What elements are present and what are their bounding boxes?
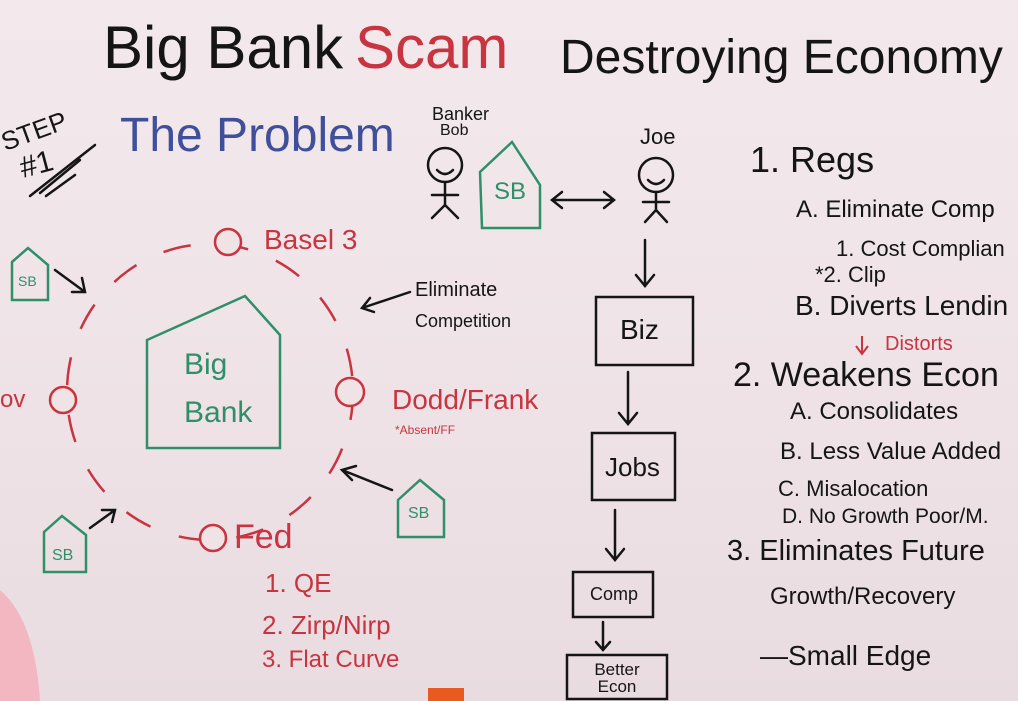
arrow-down-icon [594,620,612,652]
absent-note: *Absent/FF [395,423,456,437]
list-weakens-d: D. No Growth Poor/M. [782,505,989,528]
eliminate-label-1: Eliminate [415,279,498,301]
banker-stick-figure [426,146,464,220]
biz-box [594,295,695,367]
list-regs-a: A. Eliminate Comp [796,196,995,223]
flow-biz: Biz [620,314,659,345]
title-destroying-economy: Destroying Economy [560,31,1003,84]
title-big-bank: Big Bank [103,14,344,81]
arrow-down-icon [604,508,626,562]
big-bank-house [145,294,282,450]
flow-better-econ: Better Econ [594,660,640,696]
cycle-node-basel [213,227,243,257]
arrow-icon [88,508,117,530]
arrow-icon [359,290,412,314]
fed-item: 1. QE [265,568,332,598]
small-edge-label: —Small Edge [760,640,932,671]
small-bank-house [478,140,542,230]
marker-cap [428,688,464,701]
fed-item: 3. Flat Curve [262,646,400,673]
flow-comp: Comp [590,584,639,604]
small-bank-label: SB [52,547,74,564]
list-weakens-c: C. Misalocation [778,476,929,501]
title-scam: Scam [355,14,509,81]
cycle-node-dodd-frank [334,376,366,408]
cycle-node-fed [198,523,228,553]
arrow-down-icon [634,238,656,288]
big-bank-label-2: Bank [184,396,253,429]
list-regs-a2: *2. Clip [815,262,886,287]
small-bank-label: SB [408,505,430,522]
arrow-down-icon [617,370,639,426]
banker-label-2: Bob [440,122,469,139]
presenter-arm [0,590,40,701]
list-weakens-b: B. Less Value Added [780,438,1002,465]
small-bank-house [396,478,446,539]
list-regs: 1. Regs [750,139,875,180]
list-eliminates-2: Growth/Recovery [770,583,956,610]
list-weakens-a: A. Consolidates [790,398,959,425]
fed-label: Fed [234,518,293,556]
small-bank-label: SB [18,273,37,289]
fed-item: 2. Zirp/Nirp [262,610,391,640]
flow-jobs: Jobs [605,452,660,482]
dodd-frank-label: Dodd/Frank [392,384,539,415]
dashed-cycle [65,242,355,542]
joe-stick-figure [637,156,675,224]
arrow-icon [53,268,87,294]
list-weakens: 2. Weakens Econ [733,356,999,394]
small-bank-house [10,246,50,302]
banker-label-1: Banker [432,104,490,124]
red-arrow-down-icon [855,336,869,356]
list-regs-b: B. Diverts Lendin [795,290,1009,321]
cycle-node-left [48,385,78,415]
arrow-icon [339,464,394,492]
small-bank-label: SB [494,178,527,205]
double-arrow-icon [549,190,617,210]
list-eliminates-1: 3. Eliminates Future [727,535,985,567]
left-partial-label: ov [0,386,26,413]
eliminate-label-2: Competition [415,311,512,331]
big-bank-label-1: Big [184,348,228,381]
problem-heading: The Problem [120,109,395,162]
better-econ-box [565,653,669,701]
jobs-box [590,431,677,502]
joe-label: Joe [640,124,676,149]
distorts-label: Distorts [885,333,953,355]
small-bank-house [42,514,88,574]
underline-strokes [28,143,97,198]
basel-label: Basel 3 [264,224,358,255]
comp-box [571,570,655,619]
list-regs-a1: 1. Cost Complian [836,236,1005,261]
